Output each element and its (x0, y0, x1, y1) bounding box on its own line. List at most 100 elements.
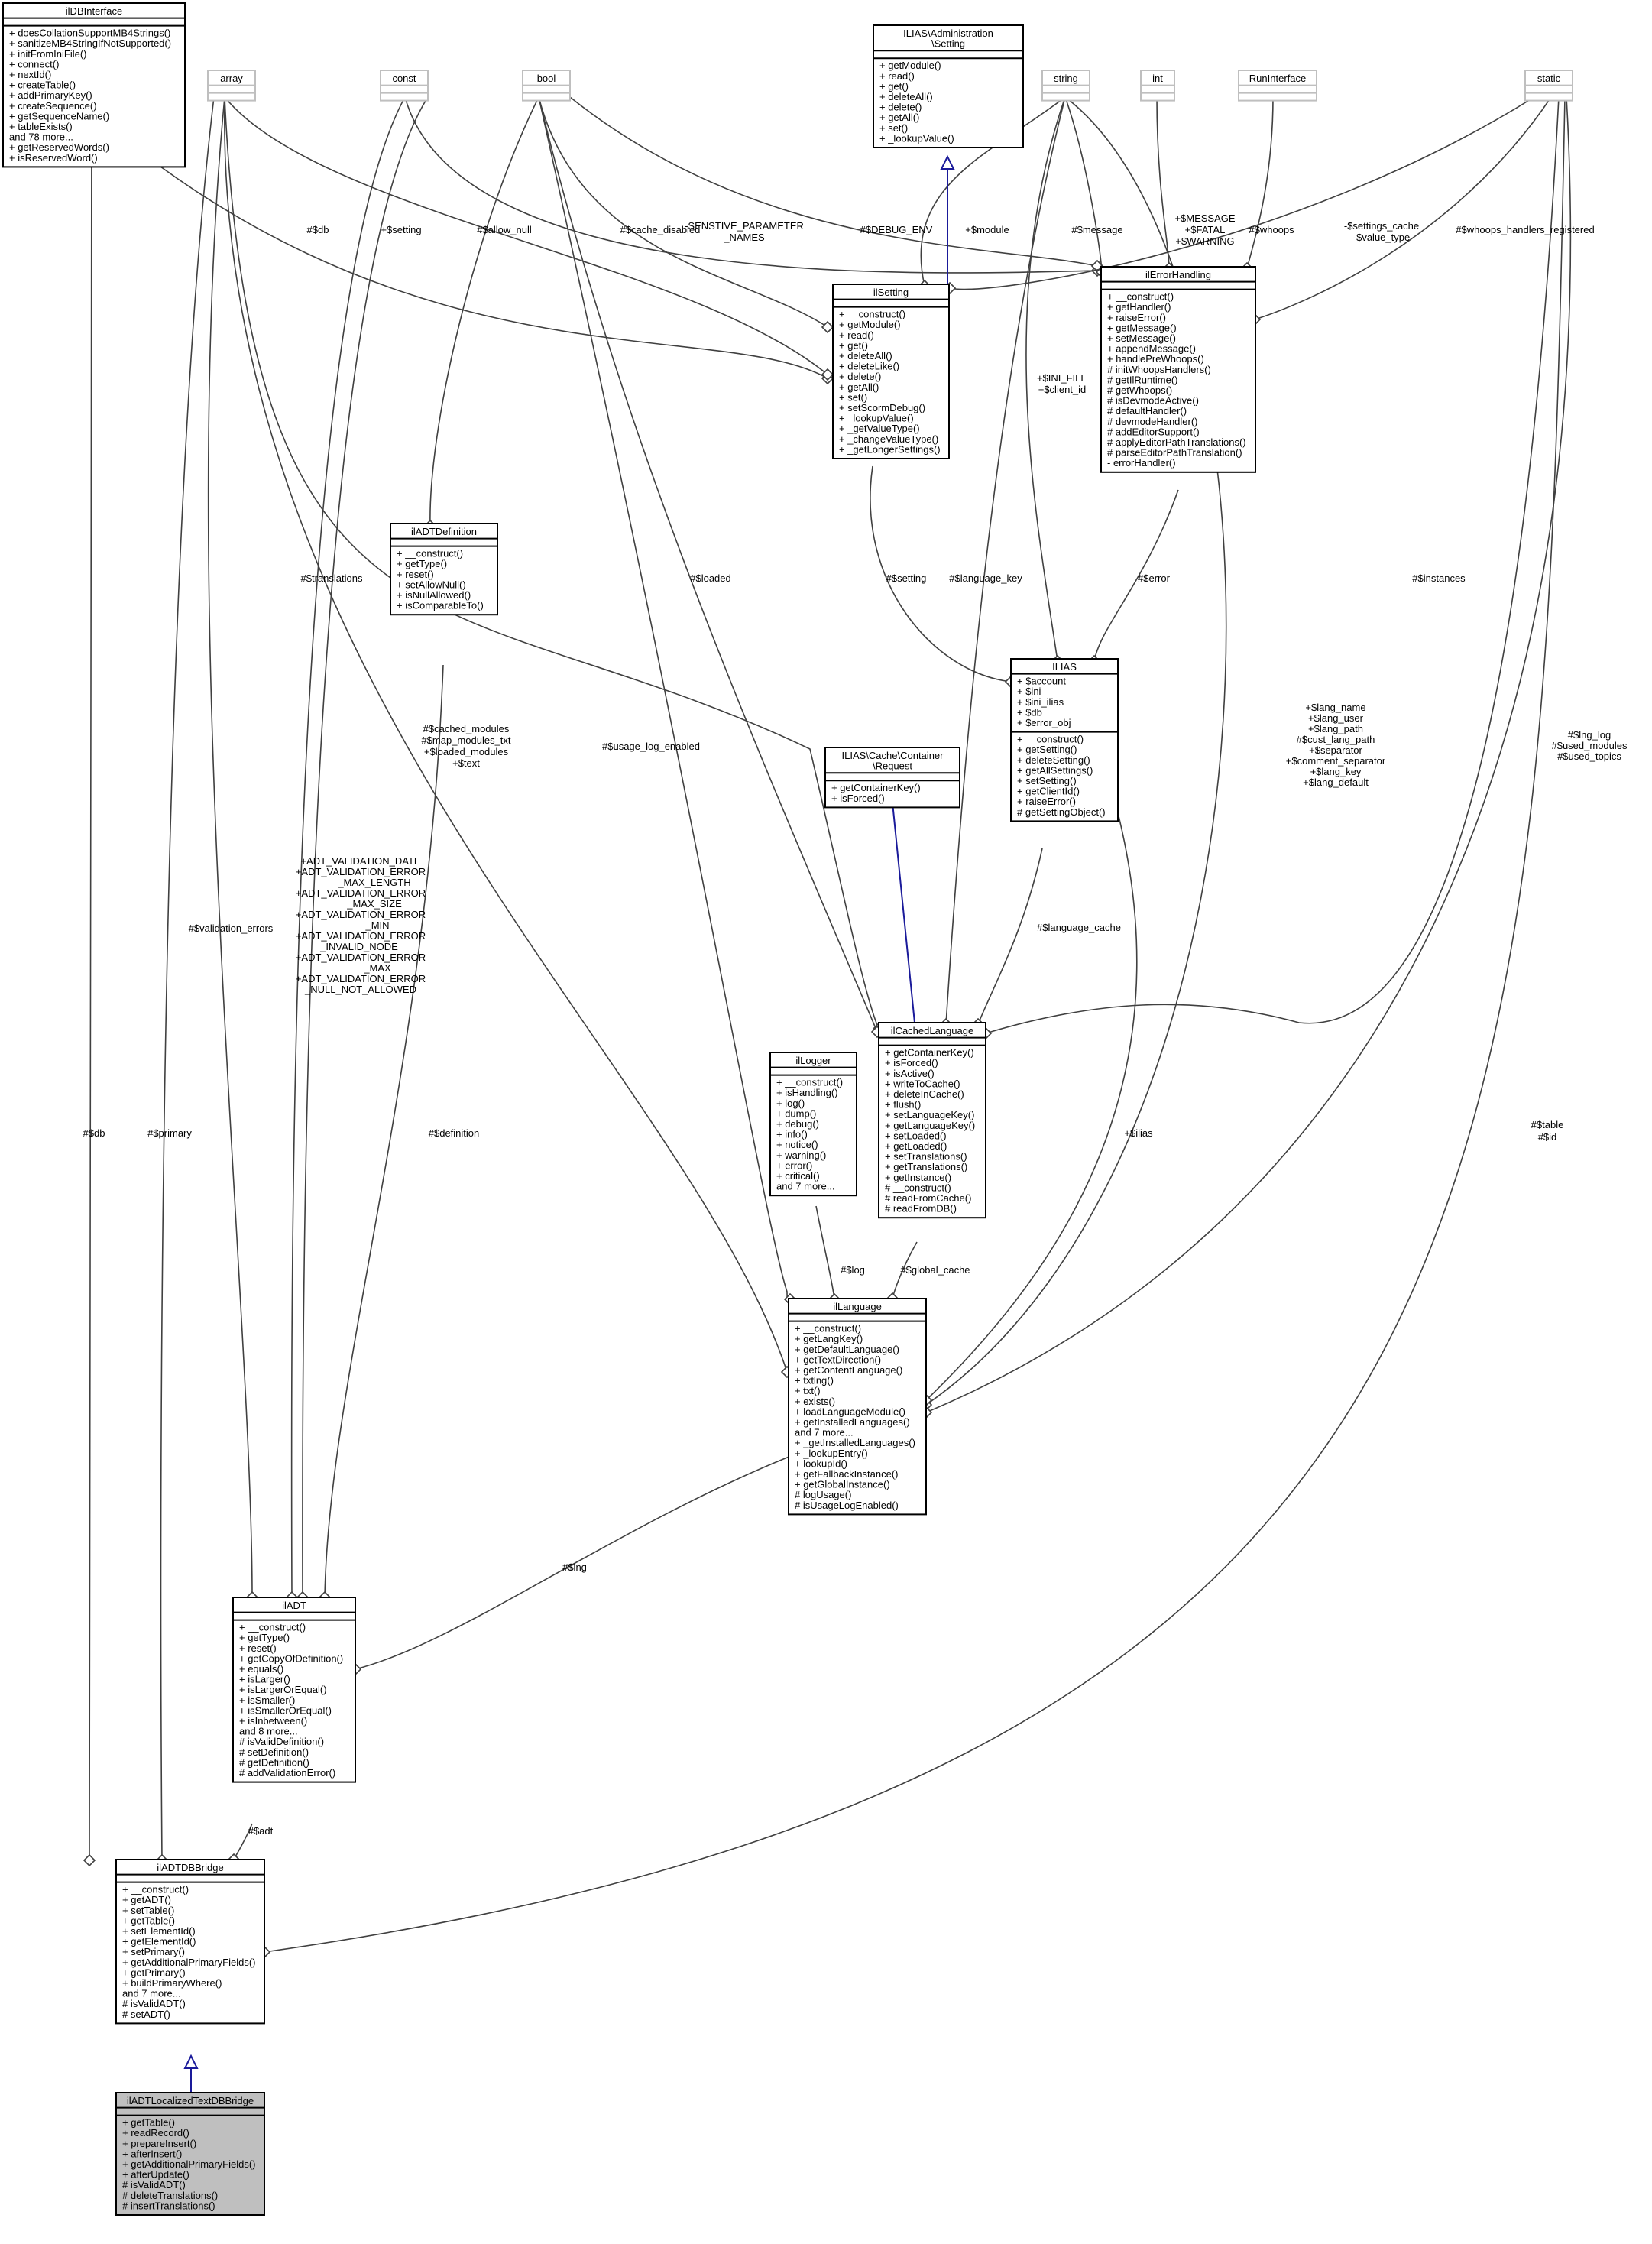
edge-label: #$map_modules_txt (421, 734, 510, 746)
class-box (878, 1022, 986, 1219)
edge-label: #$global_cache (900, 1264, 970, 1276)
class-title: int (1152, 73, 1163, 84)
class-operation: + deleteAll() (879, 91, 933, 102)
class-bool[interactable]: bool (522, 70, 571, 102)
class-iladtdbbridge[interactable]: ilADTDBBridge+ __construct()+ getADT()+ … (115, 1859, 265, 2025)
class-ilias-cache-request[interactable]: ILIAS\Cache\Container\Request+ getContai… (824, 747, 960, 809)
class-title: const (392, 73, 416, 84)
class-operation: + createTable() (9, 79, 76, 91)
class-ilsetting[interactable]: ilSetting+ __construct()+ getModule()+ r… (832, 284, 950, 459)
class-operation: # getDefinition() (239, 1756, 309, 1768)
class-string[interactable]: string (1041, 70, 1090, 102)
association-edge (870, 465, 1012, 683)
edge-label: +$module (965, 224, 1009, 235)
edge-label: #$lng_log (1568, 729, 1611, 741)
class-title: ILIAS (1052, 661, 1077, 673)
class-attribute: + $ini_ilias (1017, 696, 1064, 708)
class-iladtlocalizedtextdbbridge[interactable]: ilADTLocalizedTextDBBridge + getTable() + … (115, 2092, 265, 2216)
class-ildbinterface[interactable]: ilDBInterface + doesCollationSupportMB4St… (2, 2, 186, 168)
class-illanguage[interactable]: ilLanguage+ __construct()+ getLangKey()+… (788, 1298, 927, 1516)
class-operation: + isForced() (831, 793, 885, 804)
class-runinterface[interactable]: RunInterface (1238, 70, 1317, 102)
class-iladt[interactable]: ilADT+ __construct()+ getType()+ reset()… (232, 1597, 356, 1783)
class-ilias-setting[interactable]: ILIAS\Administration\Setting+ getModule(… (873, 24, 1024, 148)
class-title: ilADTLocalizedTextDBBridge (127, 2095, 254, 2106)
edge-label: +$setting (381, 224, 421, 235)
inheritance-arrowhead (940, 154, 955, 170)
edge-label: +$lang_path (1308, 723, 1363, 734)
class-array[interactable]: array (207, 70, 256, 102)
class-operation: + handlePreWhoops() (1107, 353, 1204, 365)
class-operation: + critical() (776, 1170, 820, 1182)
class-operation: + doesCollationSupportMB4Strings() (9, 28, 170, 39)
class-operation: + _lookupValue() (879, 132, 954, 144)
class-operation: and 7 more... (795, 1427, 854, 1438)
class-operation: + getLanguageKey() (885, 1120, 975, 1131)
class-operation: + _lookupEntry() (795, 1448, 868, 1459)
edge-label: +ADT_VALIDATION_ERROR (296, 952, 426, 963)
association-edge (302, 96, 429, 1598)
class-operation: + getInstalledLanguages() (795, 1416, 910, 1428)
class-operation: + __construct() (397, 548, 463, 559)
class-title: ilDBInterface (66, 5, 122, 17)
edge-label: _NULL_NOT_ALLOWED (304, 984, 416, 995)
class-const[interactable]: const (380, 70, 429, 102)
class-int[interactable]: int (1140, 70, 1175, 102)
edge-label: +$ilias (1124, 1127, 1153, 1139)
edge-label: +$lang_key (1310, 766, 1362, 777)
edge-label: #$primary (147, 1127, 192, 1139)
class-operation: + afterInsert() (122, 2148, 182, 2159)
class-operation: + isInbetween() (239, 1715, 307, 1727)
class-operation: + getType() (239, 1632, 290, 1643)
class-attribute: + $account (1017, 676, 1066, 687)
class-operation: + set() (879, 122, 908, 134)
edge-label: #$DEBUG_ENV (860, 224, 933, 235)
edge-label: +ADT_VALIDATION_ERROR (296, 866, 426, 877)
class-operation: + _changeValueType() (839, 433, 938, 445)
class-iladtdefinition[interactable]: ilADTDefinition+ __construct()+ getType(… (390, 523, 498, 616)
class-box (115, 1859, 265, 2025)
association-edge (355, 1455, 792, 1670)
class-operation: + getTable() (122, 2117, 175, 2129)
class-operation: + get() (879, 80, 909, 92)
class-ilias[interactable]: ILIAS+ $account+ $ini+ $ini_ilias+ $db+ … (1010, 658, 1119, 822)
class-operation: + isSmaller() (239, 1694, 295, 1706)
edge-label: #$cust_lang_path (1297, 734, 1375, 745)
edge-label: -$value_type (1353, 232, 1410, 243)
class-operation: + setScormDebug() (839, 402, 925, 413)
edge-label: #$lng (562, 1561, 587, 1573)
association-edge (1156, 96, 1170, 269)
class-title: ILIAS\Cache\Container (842, 750, 944, 761)
class-operation: # isUsageLogEnabled() (795, 1500, 899, 1511)
class-operation: + initFromIniFile() (9, 48, 87, 60)
class-operation: + getAll() (839, 381, 879, 393)
class-operation: + notice() (776, 1139, 818, 1150)
edge-label: +$lang_default (1303, 777, 1369, 788)
class-ilcachedlanguage[interactable]: ilCachedLanguage+ getContainerKey()+ isF… (878, 1022, 986, 1219)
edge-label: #$language_key (949, 572, 1022, 584)
class-operation: + tableExists() (9, 121, 73, 132)
class-ilerrorhandling[interactable]: ilErrorHandling+ __construct()+ getHandl… (1100, 266, 1256, 473)
class-operation: + getClientId() (1017, 786, 1080, 797)
class-operation: # devmodeHandler() (1107, 416, 1198, 427)
class-operation: # getSettingObject() (1017, 806, 1106, 818)
class-operation: and 8 more... (239, 1726, 298, 1737)
class-operation: + __construct() (839, 309, 905, 320)
association-edge (538, 96, 791, 1300)
class-illogger[interactable]: ilLogger+ __construct()+ isHandling()+ l… (769, 1052, 857, 1197)
class-operation: + setPrimary() (122, 1946, 185, 1957)
edge-label: #$id (1538, 1131, 1557, 1143)
class-operation: # addEditorSupport() (1107, 426, 1200, 437)
class-operation: + isForced() (885, 1057, 938, 1068)
class-operation: + exists() (795, 1396, 835, 1407)
class-static[interactable]: static (1524, 70, 1573, 102)
edge-label: -$settings_cache (1344, 220, 1419, 232)
class-operation: + getContentLanguage() (795, 1364, 902, 1376)
class-operation: + read() (879, 70, 915, 82)
association-edge (569, 96, 1098, 267)
class-title: ilADTDBBridge (157, 1862, 223, 1873)
class-operation: + delete() (839, 371, 881, 382)
aggregation-diamond (821, 320, 834, 334)
edge-label: _MAX_LENGTH (337, 877, 410, 888)
association-edge (925, 96, 1227, 1406)
